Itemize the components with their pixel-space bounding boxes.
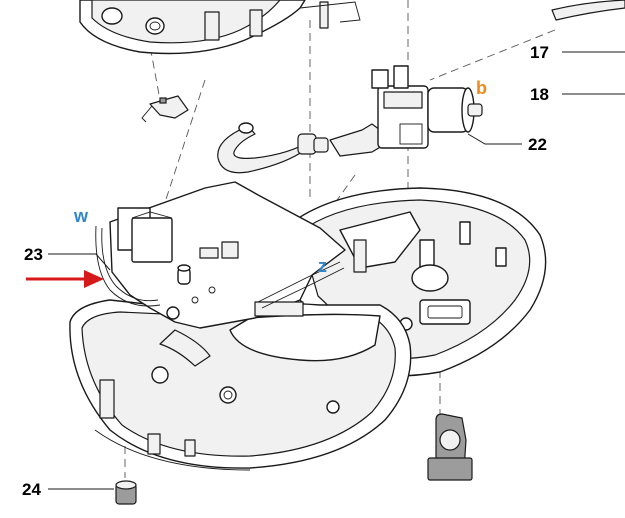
spacer-part	[115, 480, 137, 505]
left-housing-part	[69, 299, 412, 471]
clip-part	[141, 95, 189, 123]
callout-24: 22	[528, 135, 547, 154]
callout-23: 18	[530, 85, 549, 104]
callout-18: 24	[22, 480, 41, 499]
marker-b: b	[476, 78, 487, 98]
marker-w: w	[73, 206, 89, 226]
callout-22: 17	[530, 43, 549, 62]
pointer-arrow	[26, 270, 104, 288]
top-housing-part	[79, 0, 361, 55]
pump-part	[329, 65, 483, 157]
callout-leader-lines	[48, 51, 625, 490]
sensor-part	[427, 413, 473, 481]
marker-z: z	[318, 256, 327, 276]
hose-top-right-part	[551, 0, 625, 21]
wire-bundle-part	[95, 225, 161, 307]
curved-hose-part	[217, 122, 329, 174]
pcb-board-part	[109, 181, 346, 329]
callout-17: 23	[24, 245, 43, 264]
